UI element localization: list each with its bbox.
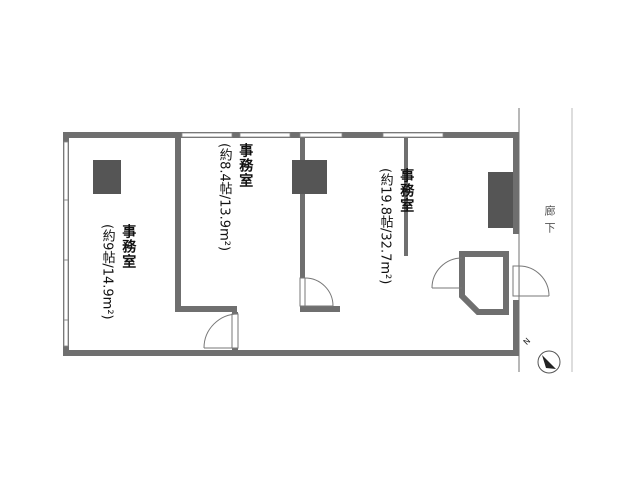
door-middle [299,277,334,307]
door-entrance [512,265,550,297]
room-name: 事務室 [120,224,137,269]
window-mullions [64,199,68,321]
room-size: (約8.4帖/13.9m²) [216,143,232,252]
corridor-label: 廊下 [543,205,556,239]
windows-top [181,132,444,138]
vestibule [459,251,509,315]
room-label-2: 事務室 (約8.4帖/13.9m²) [213,143,256,251]
room-name: 事務室 [398,168,415,213]
room-size: (約19.8帖/32.7m²) [377,168,393,285]
window-left [63,141,69,347]
door-left [203,313,239,349]
room-name: 事務室 [237,143,254,188]
compass-icon [537,350,561,374]
room-label-1: 事務室 (約9帖/14.9m²) [96,224,139,320]
room-size: (約9帖/14.9m²) [99,224,115,320]
door-vestibule [431,257,463,289]
pillars [93,160,513,228]
room-label-3: 事務室 (約19.8帖/32.7m²) [374,168,417,284]
